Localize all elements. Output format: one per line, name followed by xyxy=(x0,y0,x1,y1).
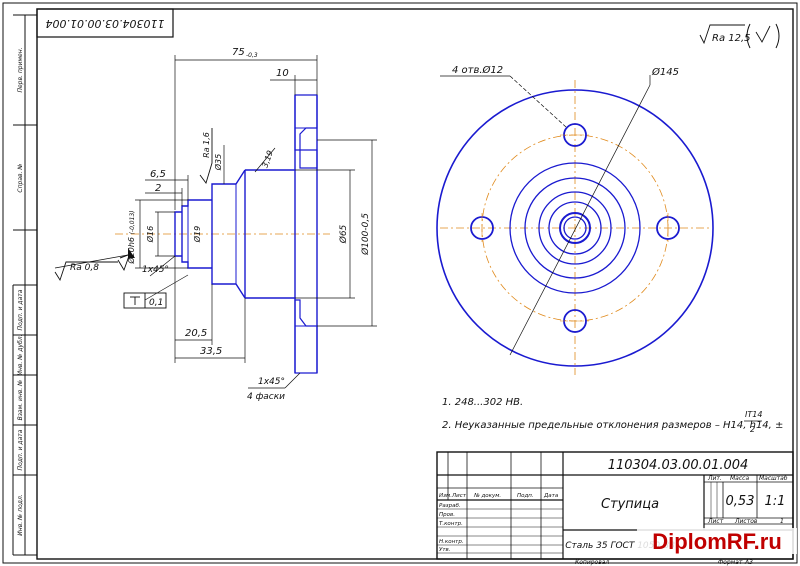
section-view xyxy=(115,94,330,374)
front-view: 4 отв.Ø12 Ø145 xyxy=(436,64,714,375)
chamfer-2-note: 4 фаски xyxy=(247,392,285,402)
dim-100: Ø100-0,5 xyxy=(360,213,371,256)
dim-75: 75 xyxy=(232,47,245,58)
section-dimensions xyxy=(54,55,377,389)
flange-top-section xyxy=(294,94,318,151)
tb-scale-value: 1:1 xyxy=(765,494,786,509)
tb-nkontr: Н.контр. xyxy=(439,539,464,545)
tb-data: Дата xyxy=(543,493,559,499)
dim-33-5: 33,5 xyxy=(200,346,222,357)
roughness-mid-text: Ra 1,6 xyxy=(202,132,211,158)
tb-masshtab: Масштаб xyxy=(759,475,788,482)
top-stamp: 110304.03.00.01.004 xyxy=(36,8,174,38)
inner-frame xyxy=(36,8,794,560)
dim-2: 2 xyxy=(155,183,161,194)
note-2-frac-top: IT14 xyxy=(745,410,762,419)
section-marks xyxy=(54,128,213,309)
dim-65: Ø65 xyxy=(338,224,349,244)
tb-utv: Утв. xyxy=(439,547,451,553)
flange-bottom-section xyxy=(294,299,318,374)
tb-list: Лист xyxy=(707,518,724,525)
technical-notes: 1. 248...302 НВ. 2. Неуказанные предельн… xyxy=(442,397,783,434)
hub-circle xyxy=(509,162,641,294)
strip-podp-data-2: Подп. и дата xyxy=(17,429,24,470)
general-roughness: Ra 12,5 xyxy=(699,23,780,49)
note-2-frac-bot: 2 xyxy=(750,425,755,434)
strip-inv-dubl: Инв. № дубл. xyxy=(17,334,24,375)
left-strip: Перв. примен. Справ. № Подп. и дата Инв.… xyxy=(12,14,37,556)
dim-35: Ø35 xyxy=(213,154,223,171)
tb-izm: Изм. xyxy=(439,493,452,499)
section-dim-texts: 75 -0,3 10 6,5 2 Ø20h6 (-0,013) Ø16 Ø19 … xyxy=(70,47,371,402)
dim-3-19: 3,19 xyxy=(260,149,275,169)
tb-massa: Масса xyxy=(730,475,749,482)
note-2: 2. Неуказанные предельные отклонения раз… xyxy=(442,420,783,431)
tb-mass-value: 0,53 xyxy=(726,494,755,509)
strip-inv-podl: Инв. № подл. xyxy=(17,494,24,535)
tb-listov-value: 1 xyxy=(780,518,784,525)
dim-19: Ø19 xyxy=(192,226,202,243)
holes-label: 4 отв.Ø12 xyxy=(452,64,503,76)
tb-razrab: Разраб. xyxy=(439,503,461,509)
watermark-text: DiplomRF.ru xyxy=(652,529,782,554)
tb-ndokum: № докум. xyxy=(473,493,501,499)
chamfer-1: 1х45° xyxy=(142,265,169,275)
tb-tkontr: Т.контр. xyxy=(439,521,463,527)
bolt-circle xyxy=(481,134,669,322)
dim-6-5: 6,5 xyxy=(150,169,166,180)
tb-lit: Лит. xyxy=(707,475,722,482)
bolt-holes xyxy=(470,123,680,333)
tb-material: Сталь 35 ГОСТ 1050-88 xyxy=(565,541,675,551)
tb-format: Формат xyxy=(718,559,743,566)
tb-podp: Подп. xyxy=(517,493,534,499)
tb-part-name: Ступица xyxy=(601,497,659,512)
tb-format-value: А3 xyxy=(744,559,753,566)
title-block-texts: 110304.03.00.01.004 Ступица Сталь 35 ГОС… xyxy=(439,458,788,566)
general-roughness-text: Ra 12,5 xyxy=(712,33,751,44)
watermark: DiplomRF.ru xyxy=(637,528,797,554)
tb-prov: Пров. xyxy=(439,512,455,518)
tb-listov: Листов xyxy=(734,518,758,525)
bore-circle xyxy=(559,212,591,244)
dim-75-tol: -0,3 xyxy=(246,52,258,59)
dim-20h6: Ø20h6 (-0,013) xyxy=(126,210,136,264)
note-1: 1. 248...302 НВ. xyxy=(442,397,523,408)
dim-16: Ø16 xyxy=(145,226,155,243)
chamfer-2: 1х45° xyxy=(258,377,285,387)
strip-perv-primen: Перв. примен. xyxy=(17,47,24,92)
dim-20-5: 20,5 xyxy=(185,328,207,339)
strip-podp-data-1: Подп. и дата xyxy=(17,289,24,330)
flange-outer-circle xyxy=(436,89,714,367)
tb-kopiroval: Копировал xyxy=(575,559,609,566)
runout-value: 0,1 xyxy=(149,298,163,308)
tb-designation: 110304.03.00.01.004 xyxy=(608,458,749,473)
tb-list-col: Лист xyxy=(451,493,467,499)
strip-sprav: Справ. № xyxy=(17,163,24,192)
roughness-left-text: Ra 0,8 xyxy=(70,263,99,273)
dim-145: Ø145 xyxy=(651,66,679,78)
dim-10: 10 xyxy=(276,68,289,79)
strip-vzam-inv: Взам. инв. № xyxy=(17,380,24,421)
top-stamp-text: 110304.03.00.01.004 xyxy=(46,17,165,30)
